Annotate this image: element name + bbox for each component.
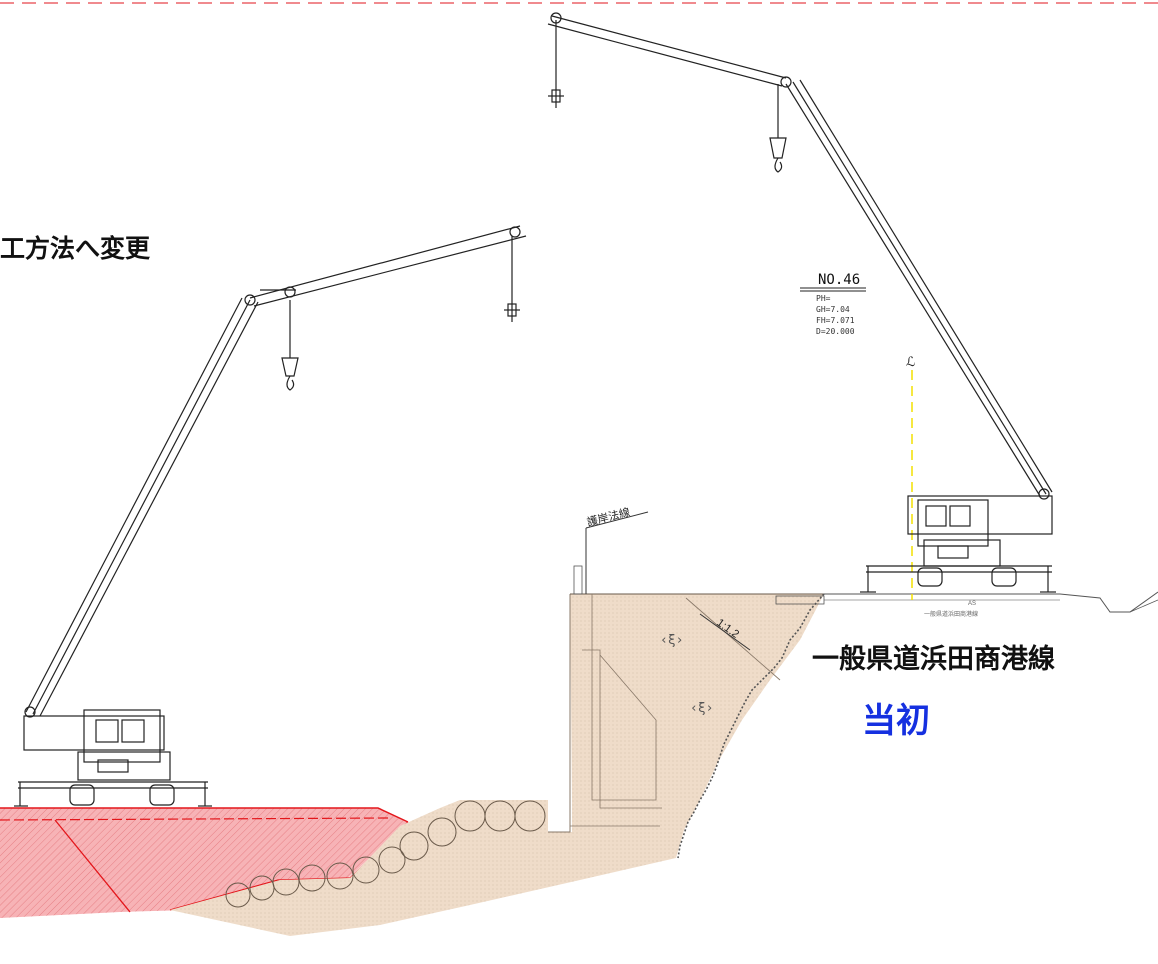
revetment-line-annotation [573,511,649,595]
station-value-ph: PH= [816,294,831,303]
road-name-label: 一般県道浜田商港線 [812,643,1055,675]
station-name: NO.46 [818,272,860,288]
text-layer: 工方法へ変更 一般県道浜田商港線 当初 NO.46 PH= GH=7.04 FH… [0,234,1055,741]
station-value-gh: GH=7.04 [816,305,850,314]
red-fill-zone [0,807,409,918]
station-value-d: D=20.000 [816,327,855,336]
pavement-label: AS [968,601,976,607]
status-label: 当初 [862,701,930,741]
heading-fragment: 工方法へ変更 [0,234,151,263]
svg-text:‹ξ›: ‹ξ› [690,701,713,716]
revetment-line-label: 護岸法線 [585,505,631,529]
road-surface [775,591,1158,613]
road-small-label: 一般県道浜田商港線 [924,610,978,618]
centerline-symbol: ℒ [906,354,915,369]
right-crane [547,12,1056,593]
revetment-body: ‹ξ› ‹ξ› [170,593,825,936]
station-value-fh: FH=7.071 [816,316,855,325]
left-crane [14,225,527,807]
svg-text:‹ξ›: ‹ξ› [660,633,683,648]
